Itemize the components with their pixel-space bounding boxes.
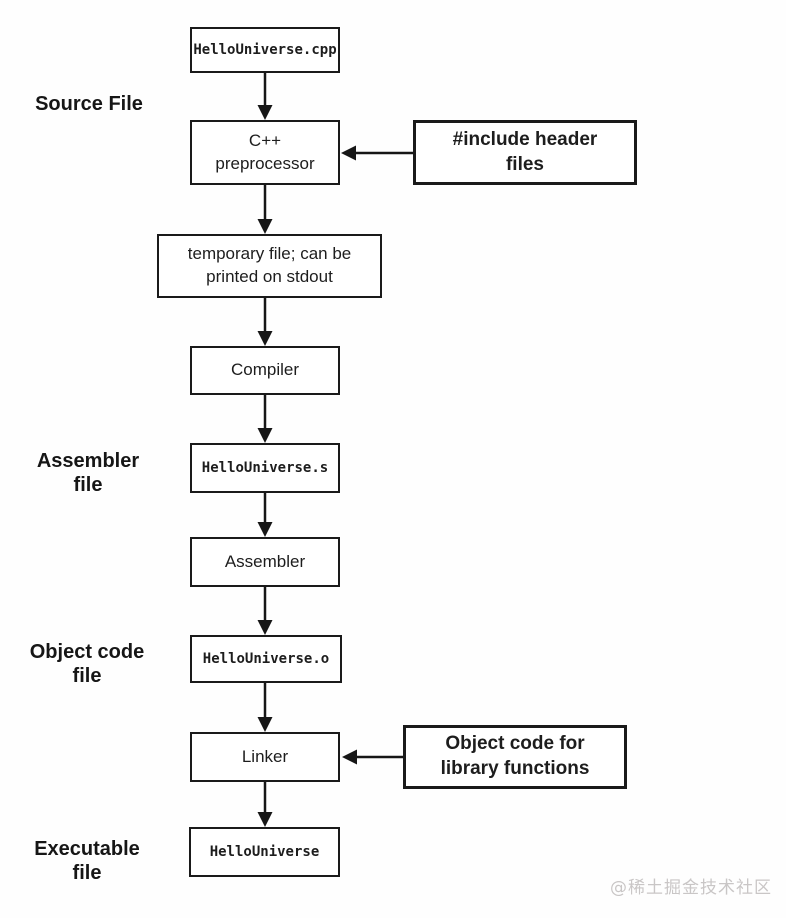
arrow-include-to-preprocessor [341, 145, 413, 161]
arrow-library-to-linker [342, 749, 403, 765]
arrow-compiler-to-assembly-file [257, 395, 273, 443]
watermark-text: @稀土掘金技术社区 [610, 878, 772, 898]
stage-label-source-file: Source File [35, 93, 143, 115]
node-compiler: Compiler [190, 346, 340, 395]
arrow-source-to-preprocessor [257, 73, 273, 120]
node-assembly-file: HelloUniverse.s [190, 443, 340, 493]
node-object-file: HelloUniverse.o [190, 635, 342, 683]
stage-label-object-code-file: Object code file [29, 641, 145, 687]
node-source-file: HelloUniverse.cpp [190, 27, 340, 73]
arrow-tempfile-to-compiler [257, 298, 273, 346]
arrow-assembly-file-to-assembler [257, 493, 273, 537]
arrow-assembler-to-object-file [257, 587, 273, 635]
arrow-linker-to-executable [257, 782, 273, 827]
node-temporary-file: temporary file; can be printed on stdout [157, 234, 382, 298]
node-linker: Linker [190, 732, 340, 782]
node-assembler: Assembler [190, 537, 340, 587]
node-include-headers: #include header files [413, 120, 637, 185]
node-executable: HelloUniverse [189, 827, 340, 877]
stage-label-assembler-file: Assembler file [36, 450, 140, 496]
arrow-preprocessor-to-tempfile [257, 185, 273, 234]
node-library-object-code: Object code for library functions [403, 725, 627, 789]
stage-label-executable-file: Executable file [34, 838, 140, 884]
arrow-object-file-to-linker [257, 683, 273, 732]
node-preprocessor: C++ preprocessor [190, 120, 340, 185]
